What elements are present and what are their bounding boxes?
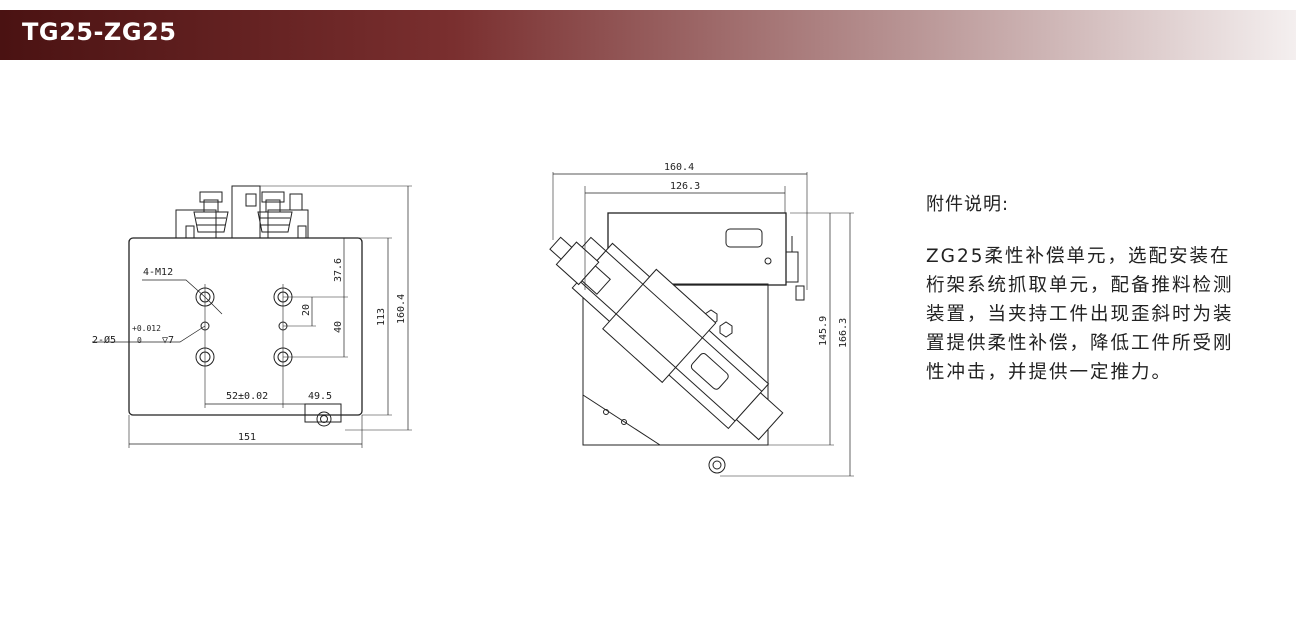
front-plate xyxy=(128,237,363,416)
label-body-width: 126.3 xyxy=(670,181,700,192)
side-view xyxy=(549,172,854,477)
side-sensor xyxy=(785,251,799,283)
tilted-cylinder xyxy=(563,236,784,441)
label-total-width: 160.4 xyxy=(664,162,694,173)
left-fitting-base xyxy=(175,209,217,239)
side-bottom-eye xyxy=(708,456,726,474)
label-height-total: 166.3 xyxy=(838,318,849,348)
left-fitting-nut xyxy=(193,211,229,233)
label-thread: 4-M12 xyxy=(143,267,173,278)
label-pitch-y: 40 xyxy=(333,321,344,333)
description-heading: 附件说明: xyxy=(926,194,1010,215)
right-fitting-cap xyxy=(261,191,285,203)
label-depth: ▽7 xyxy=(162,335,174,346)
side-left-fitting xyxy=(549,236,611,295)
description-body: ZG25柔性补偿单元，选配安装在桁架系统抓取单元，配备推料检测装置，当夹持工件出… xyxy=(926,246,1234,383)
label-offset-top: 37.6 xyxy=(333,258,344,282)
label-pitch-y-small: 20 xyxy=(301,304,312,316)
description-panel: 附件说明: ZG25柔性补偿单元，选配安装在桁架系统抓取单元，配备推料检测装置，… xyxy=(926,190,1266,387)
side-window xyxy=(725,228,763,248)
label-tol-upper: +0.012 xyxy=(132,324,161,333)
label-height-inner: 145.9 xyxy=(818,316,829,346)
label-width: 151 xyxy=(238,432,256,443)
hex-nut-2 xyxy=(719,321,733,338)
header-bar xyxy=(0,10,1296,60)
right-fitting-nut xyxy=(257,211,293,233)
label-tol-lower: 0 xyxy=(137,336,142,345)
left-fitting-cap xyxy=(199,191,223,203)
bottom-connector xyxy=(304,403,342,423)
model-title: TG25-ZG25 xyxy=(22,18,177,46)
label-pitch-x: 52±0.02 xyxy=(226,391,268,402)
label-pin-hole: 2-Ø5 xyxy=(92,334,116,346)
right-fitting-base xyxy=(267,209,309,239)
label-plate-height: 113 xyxy=(376,308,387,326)
label-total-height: 160.4 xyxy=(396,294,407,324)
front-view xyxy=(92,185,412,448)
label-offset-x: 49.5 xyxy=(308,391,332,402)
